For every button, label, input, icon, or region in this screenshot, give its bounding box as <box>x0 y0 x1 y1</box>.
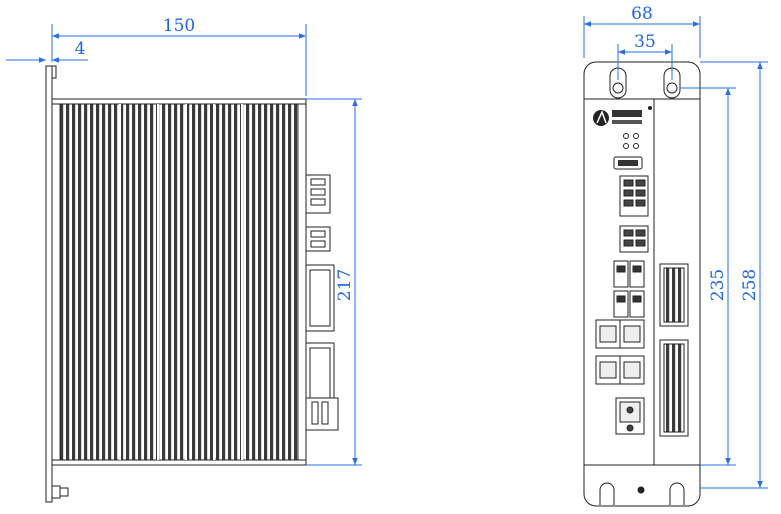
side-mounting-plate <box>45 65 53 503</box>
side-view: 150 4 217 <box>6 16 362 503</box>
usb-port-icon <box>613 260 645 318</box>
side-plate-bolt <box>59 487 69 497</box>
status-leds <box>623 133 639 149</box>
dim-front-width: 68 <box>631 4 653 24</box>
dim-side-width: 150 <box>163 16 195 36</box>
power-connector-icon <box>615 397 645 435</box>
fin-gaps <box>119 104 243 460</box>
right-terminal-strips <box>659 263 689 437</box>
front-view: 68 35 235 258 <box>583 4 768 507</box>
heatsink-fins <box>59 103 299 461</box>
side-plate-tab-bottom <box>51 485 61 499</box>
keyhole-mount-icon <box>609 67 681 99</box>
side-plate-tab-top <box>51 65 57 79</box>
ethernet-port-icon <box>595 319 645 385</box>
dim-front-inner-height: 235 <box>708 269 728 301</box>
hdmi-port-icon <box>613 156 643 170</box>
dim-side-height: 217 <box>335 269 355 301</box>
side-connectors <box>305 174 339 431</box>
dim-front-hole-spacing: 35 <box>634 32 656 52</box>
terminal-block-icon <box>619 175 649 253</box>
dim-side-plate: 4 <box>75 39 86 59</box>
company-logo-icon <box>593 106 652 126</box>
bottom-mount-slots <box>599 482 685 505</box>
front-chassis <box>583 61 701 507</box>
dim-front-total-height: 258 <box>740 269 760 301</box>
